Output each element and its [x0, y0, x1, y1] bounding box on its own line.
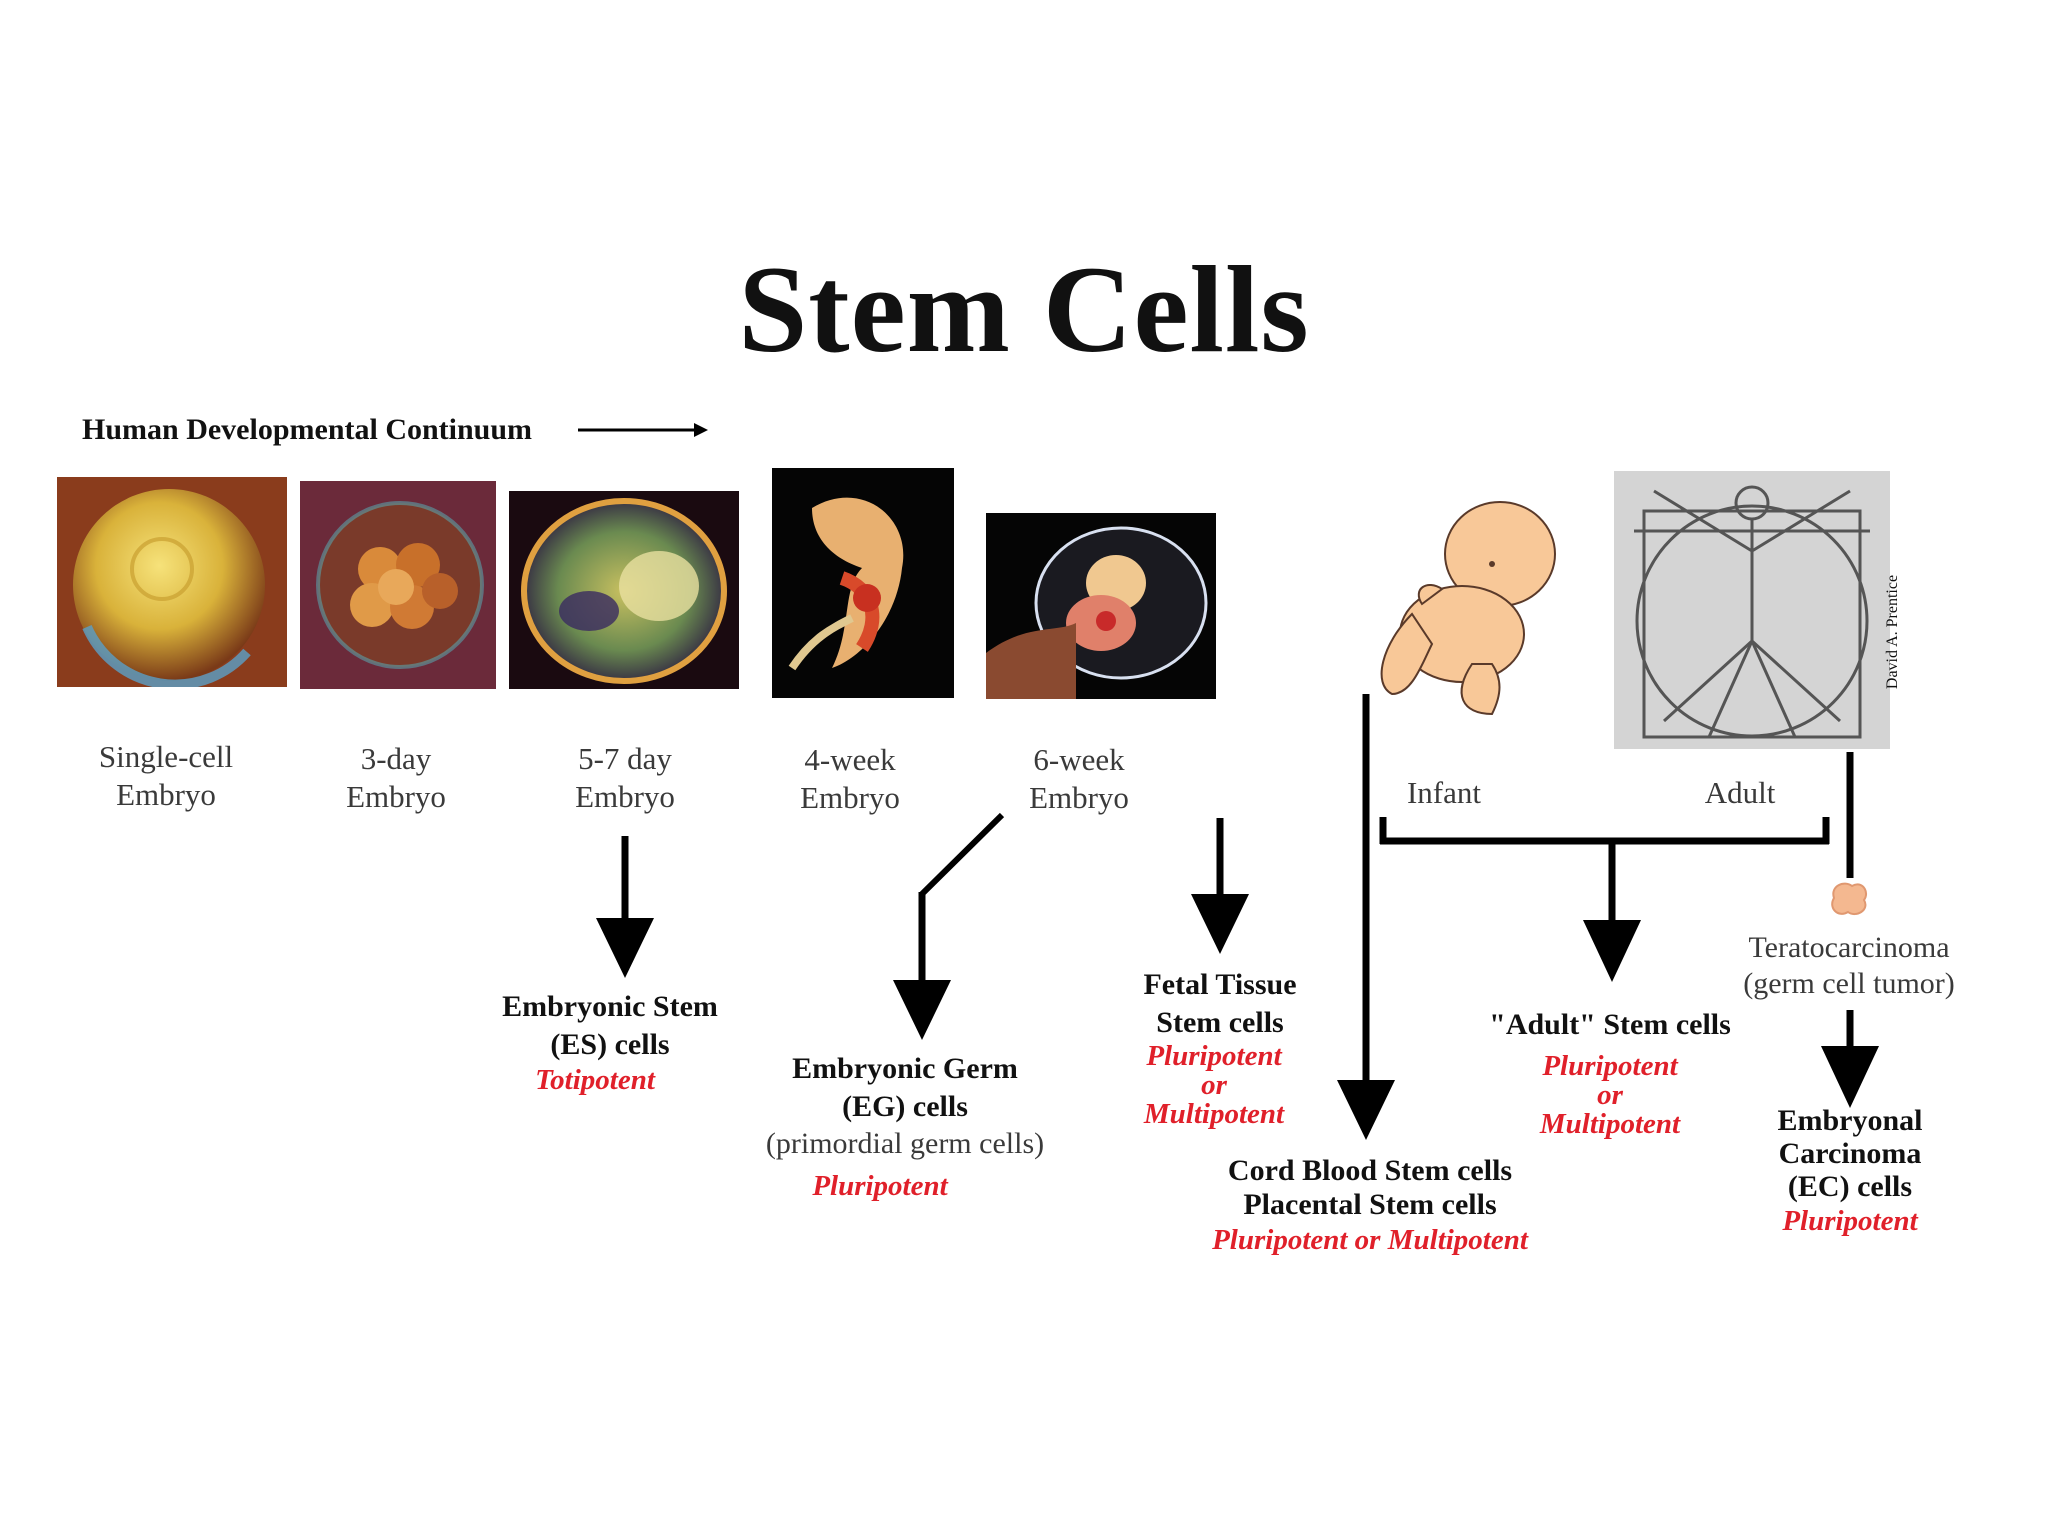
ec-cells-name-1: Embryonal: [1777, 1104, 1923, 1137]
3-day-embryo-photo: [300, 481, 496, 689]
fetal-cells-potency-2: or: [1201, 1069, 1227, 1101]
placental-cells-name: Placental Stem cells: [1243, 1188, 1497, 1221]
infant-drawing: [1352, 494, 1572, 724]
ec-cells-block: Embryonal Carcinoma (EC) cells Pluripote…: [1730, 1104, 1970, 1236]
eg-cells-note: (primordial germ cells): [765, 1127, 1045, 1160]
adult-cells-name: "Adult" Stem cells: [1489, 1008, 1731, 1041]
page-title: Stem Cells: [738, 241, 1310, 378]
adult-cells-potency-3: Multipotent: [1539, 1108, 1681, 1140]
cord-blood-cells-name-1: Cord Blood Stem cells: [1227, 1154, 1513, 1187]
single-cell-embryo-photo: [57, 477, 287, 687]
fetal-cells-potency-3: Multipotent: [1143, 1098, 1285, 1130]
5-7-day-embryo-photo: [509, 491, 739, 689]
es-cells-block: Embryonic Stem (ES) cells Totipotent: [450, 988, 770, 1095]
ec-cells-name-3: (EC) cells: [1787, 1170, 1913, 1203]
es-cells-name-1: Embryonic Stem: [502, 990, 718, 1023]
cord-blood-cells-block: Cord Blood Stem cells Placental Stem cel…: [1170, 1152, 1570, 1255]
6-week-embryo-photo: [986, 513, 1216, 699]
ec-cells-potency: Pluripotent: [1782, 1205, 1918, 1237]
fetal-cells-potency-1: Pluripotent: [1146, 1040, 1282, 1072]
vitruvian-man-drawing: [1614, 471, 1890, 749]
es-cells-name-2: (ES) cells: [550, 1028, 670, 1061]
adult-cells-block: "Adult" Stem cells Pluripotent or Multip…: [1450, 1006, 1770, 1139]
eg-cells-name-2: (EG) cells: [842, 1090, 968, 1123]
fetal-cells-name-1: Fetal Tissue: [1143, 968, 1297, 1001]
cord-blood-cells-potency: Pluripotent or Multipotent: [1212, 1224, 1528, 1256]
eg-cells-name-1: Embryonic Germ: [792, 1052, 1018, 1085]
teratocarcinoma-label: Teratocarcinoma(germ cell tumor): [1743, 931, 1955, 1000]
4-week-embryo-photo: [772, 468, 954, 698]
adult-label: Adult: [1704, 775, 1776, 810]
es-cells-potency: Totipotent: [535, 1064, 655, 1096]
teratocarcinoma-blob: [1826, 878, 1872, 920]
continuum-label: Human Developmental Continuum: [82, 413, 533, 446]
fetal-cells-name-2: Stem cells: [1156, 1006, 1284, 1039]
eg-cells-block: Embryonic Germ (EG) cells (primordial ge…: [740, 1050, 1070, 1201]
eg-cells-potency: Pluripotent: [812, 1170, 948, 1202]
ec-cells-name-2: Carcinoma: [1778, 1137, 1922, 1170]
adult-cells-potency-2: or: [1597, 1079, 1623, 1111]
adult-cells-potency-1: Pluripotent: [1542, 1050, 1678, 1082]
infant-label: Infant: [1406, 775, 1482, 810]
fetal-cells-block: Fetal Tissue Stem cells Pluripotent or M…: [1100, 966, 1340, 1129]
